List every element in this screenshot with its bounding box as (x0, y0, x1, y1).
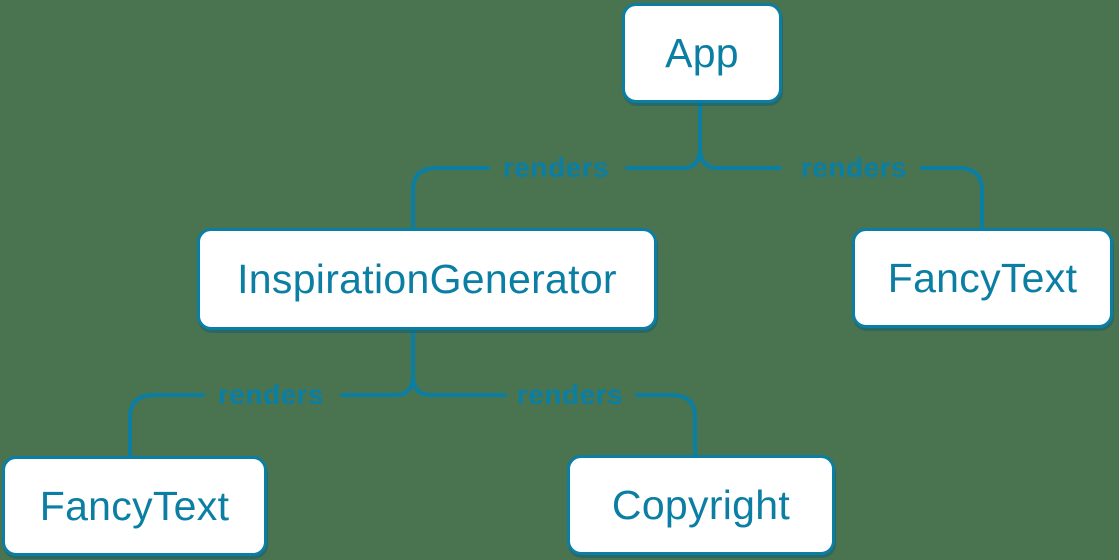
node-label: InspirationGenerator (237, 255, 617, 302)
edge-label-renders-inspirationgenerator-copyright: renders (516, 379, 624, 410)
node-copyright: Copyright (567, 455, 835, 555)
edge-label-renders-app-fancytext: renders (800, 152, 908, 183)
node-fancy-text-bottom: FancyText (2, 456, 267, 556)
edge-line (625, 101, 702, 170)
edge-app-to-fancytext (698, 101, 984, 230)
edge-line (411, 329, 507, 397)
edge-line (635, 393, 697, 457)
node-app: App (622, 3, 782, 103)
edge-label-renders-app-inspirationgenerator: renders (502, 152, 610, 183)
edge-line (411, 166, 490, 230)
node-label: App (665, 29, 739, 76)
node-label: FancyText (39, 482, 230, 529)
edge-label-renders-inspirationgenerator-fancytext: renders (217, 379, 325, 410)
node-inspiration-generator: InspirationGenerator (197, 228, 657, 330)
edge-inspirationgenerator-to-copyright (411, 329, 697, 457)
edge-line (128, 393, 205, 458)
edge-line (920, 166, 984, 230)
edge-line (698, 101, 782, 170)
edge-line (340, 329, 415, 397)
node-fancy-text-top: FancyText (852, 228, 1113, 328)
node-label: FancyText (887, 254, 1078, 301)
node-label: Copyright (611, 481, 791, 528)
